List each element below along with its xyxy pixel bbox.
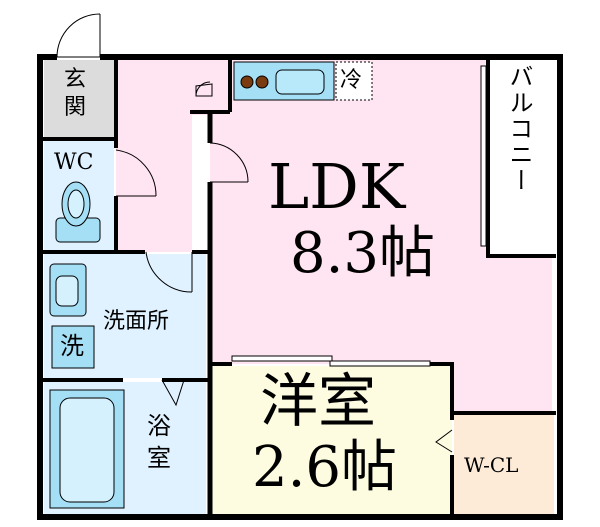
balcony-floor — [490, 60, 552, 254]
fridge-label: 冷 — [340, 68, 363, 93]
genkan-floor — [44, 60, 114, 138]
bath-label: 浴室 — [147, 412, 171, 472]
washer-space — [51, 325, 95, 369]
washer-label: 洗 — [60, 332, 84, 360]
balcony-label: バルコニー — [505, 64, 533, 194]
washbasin-icon — [49, 263, 87, 317]
kitchen-counter — [233, 61, 335, 101]
wcl-label: W-CL — [464, 453, 519, 477]
toilet-icon — [55, 181, 101, 243]
western-size: 2.6帖 — [252, 435, 398, 500]
entrance-door — [56, 13, 101, 58]
ldk-size: 8.3帖 — [290, 221, 436, 286]
ldk-floor — [116, 60, 552, 413]
washroom-label: 洗面所 — [103, 309, 170, 334]
bathtub-icon — [49, 389, 125, 509]
wc-label: WC — [54, 150, 94, 175]
balcony-window — [480, 65, 487, 247]
door-arcs — [115, 81, 453, 453]
ldk-label: LDK — [268, 150, 406, 223]
genkan-label: 玄関 — [64, 67, 87, 120]
wcl-floor — [454, 415, 554, 514]
western-label: 洋室 — [260, 367, 377, 435]
western-floor — [210, 366, 452, 514]
fridge-space — [335, 61, 373, 101]
sliding-door — [231, 355, 431, 367]
